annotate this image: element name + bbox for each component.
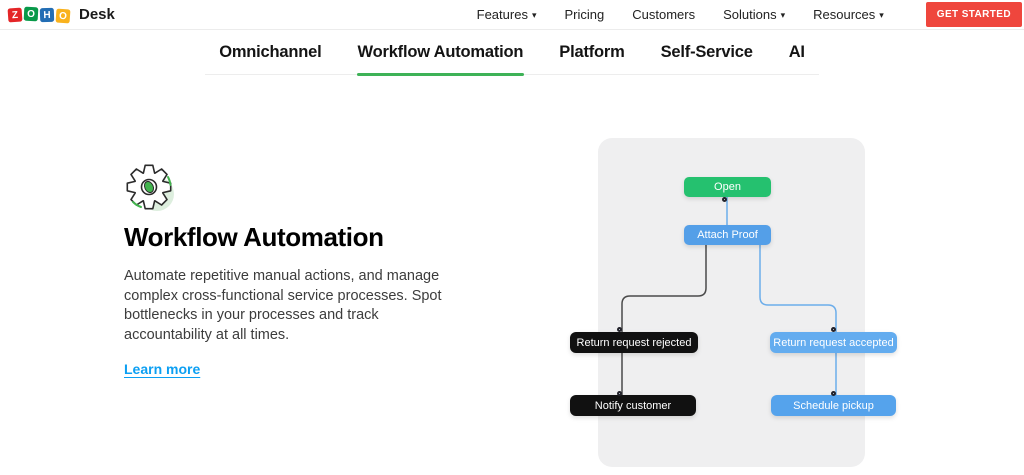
tab-omnichannel[interactable]: Omnichannel	[219, 43, 322, 61]
nav-item-label: Solutions	[723, 7, 777, 22]
nav-item-label: Pricing	[564, 7, 605, 22]
feature-section: Workflow Automation Automate repetitive …	[124, 161, 469, 379]
description-line: bottlenecks in your processes and track	[124, 307, 379, 323]
nav-item-label: Customers	[632, 7, 696, 22]
tab-platform[interactable]: Platform	[559, 43, 625, 61]
zoho-logo-tile-z: Z	[7, 7, 23, 22]
zoho-logo-tile-o1: O	[23, 6, 39, 21]
nav-item-customers[interactable]: Customers	[632, 7, 695, 22]
feature-description: Automate repetitive manual actions, and …	[124, 267, 469, 345]
nav-item-pricing[interactable]: Pricing	[564, 7, 604, 22]
description-line: complex cross-functional service process…	[124, 287, 442, 304]
primary-nav: Features▾ Pricing Customers Solutions▾ R…	[477, 2, 1022, 27]
workflow-diagram: Open Attach Proof Return request rejecte…	[560, 130, 910, 475]
flow-node-schedule-pickup[interactable]: Schedule pickup	[771, 395, 896, 416]
description-line: accountability at all times.	[124, 326, 290, 343]
tab-workflow-automation[interactable]: Workflow Automation	[356, 43, 525, 76]
tab-ai[interactable]: AI	[788, 43, 805, 61]
description-line: Automate repetitive manual actions, and …	[124, 268, 440, 284]
product-name: Desk	[79, 6, 115, 23]
nav-item-solutions[interactable]: Solutions▾	[723, 7, 785, 22]
connector-dot	[617, 327, 622, 332]
flow-node-return-request-accepted[interactable]: Return request accepted	[770, 332, 897, 353]
feature-tabs-bar: Omnichannel Workflow Automation Platform…	[0, 30, 1024, 76]
chevron-down-icon: ▾	[879, 10, 884, 20]
nav-item-label: Resources	[813, 7, 876, 22]
flow-node-open[interactable]: Open	[684, 177, 771, 197]
tab-self-service[interactable]: Self-Service	[660, 43, 753, 61]
zoho-logo-tile-h: H	[39, 7, 55, 22]
chevron-down-icon: ▾	[531, 10, 537, 20]
top-navbar: Z O H O Desk Features▾ Pricing Customers…	[0, 0, 1024, 30]
zoho-desk-logo[interactable]: Z O H O Desk	[7, 6, 115, 23]
connector-dot	[617, 391, 622, 396]
tab-label: Workflow Automation	[357, 43, 524, 61]
flow-node-attach-proof[interactable]: Attach Proof	[684, 225, 771, 245]
zoho-logo-tile-o2: O	[55, 8, 71, 23]
active-tab-underline	[356, 73, 525, 76]
flow-node-return-request-rejected[interactable]: Return request rejected	[570, 332, 698, 353]
nav-item-resources[interactable]: Resources▾	[813, 7, 884, 22]
page-title: Workflow Automation	[124, 222, 384, 252]
nav-item-features[interactable]: Features▾	[477, 7, 537, 22]
flow-node-notify-customer[interactable]: Notify customer	[570, 395, 696, 416]
feature-tabs: Omnichannel Workflow Automation Platform…	[205, 30, 819, 76]
learn-more-link[interactable]: Learn more	[124, 361, 201, 377]
get-started-button[interactable]: GET STARTED	[925, 2, 1022, 27]
connector-dot	[831, 327, 836, 332]
connector-dot	[722, 197, 727, 202]
connector-dot	[831, 391, 836, 396]
chevron-down-icon: ▾	[780, 10, 786, 20]
nav-item-label: Features	[476, 7, 528, 22]
gear-icon	[124, 161, 176, 213]
